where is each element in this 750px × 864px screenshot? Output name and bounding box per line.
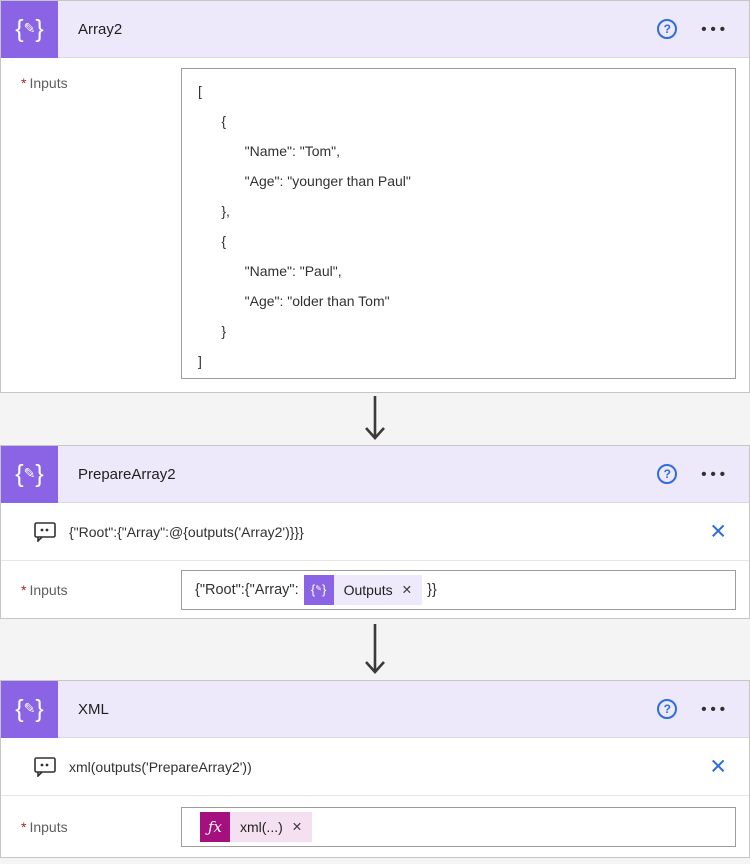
required-asterisk: * <box>21 581 27 598</box>
brace-right-glyph: } <box>35 459 44 488</box>
comment-text: {"Root":{"Array":@{outputs('Array2')}}} <box>69 523 304 540</box>
inputs-label: *Inputs <box>21 818 68 835</box>
close-comment-button[interactable]: ✕ <box>709 520 727 543</box>
fx-expression-icon: ƒx <box>200 811 230 842</box>
inputs-field[interactable]: ƒx xml(...) ✕ <box>181 806 736 847</box>
help-icon[interactable]: ? <box>657 19 678 39</box>
required-asterisk: * <box>21 818 27 835</box>
compose-action-icon: { ✎ } <box>1 445 58 503</box>
comment-icon <box>34 521 56 542</box>
arrow-down-icon <box>365 623 385 674</box>
card-header-preparearray2[interactable]: { ✎ } PrepareArray2 ? ••• <box>1 445 749 503</box>
close-comment-button[interactable]: ✕ <box>709 755 727 778</box>
inputs-label: *Inputs <box>21 581 68 598</box>
brace-left-glyph: { <box>15 459 24 488</box>
card-title: Array2 <box>78 20 123 38</box>
help-icon[interactable]: ? <box>657 464 678 484</box>
brace-right-glyph: } <box>35 14 44 43</box>
inputs-value-suffix: }} <box>427 581 437 598</box>
expression-token-xml[interactable]: ƒx xml(...) ✕ <box>200 811 313 842</box>
remove-token-button[interactable]: ✕ <box>401 583 413 597</box>
card-title: XML <box>78 700 109 718</box>
required-asterisk: * <box>21 75 27 91</box>
compose-action-icon: { ✎ } <box>1 0 58 58</box>
comment-text: xml(outputs('PrepareArray2')) <box>69 758 252 775</box>
pencil-icon: ✎ <box>23 464 36 481</box>
pencil-icon: ✎ <box>23 699 36 716</box>
inputs-label: *Inputs <box>21 75 68 91</box>
arrow-down-icon <box>365 396 385 440</box>
flow-connector <box>0 619 750 680</box>
card-header-array2[interactable]: { ✎ } Array2 ? ••• <box>1 0 749 58</box>
dynamic-content-token-outputs[interactable]: { ✎ } Outputs ✕ <box>303 574 423 605</box>
action-card-array2: { ✎ } Array2 ? ••• *Inputs [ { "Name": "… <box>0 0 750 393</box>
action-card-preparearray2: { ✎ } PrepareArray2 ? ••• {"Root":{"Arra… <box>0 445 750 619</box>
inputs-json-textarea[interactable]: [ { "Name": "Tom", "Age": "younger than … <box>181 68 736 379</box>
remove-token-button[interactable]: ✕ <box>291 820 303 834</box>
action-card-xml: { ✎ } XML ? ••• xml(outputs('PrepareArra… <box>0 680 750 858</box>
comment-row: xml(outputs('PrepareArray2')) ✕ <box>1 738 749 796</box>
brace-left-glyph: { <box>15 14 24 43</box>
card-header-xml[interactable]: { ✎ } XML ? ••• <box>1 680 749 738</box>
compose-action-icon: { ✎ } <box>1 680 58 738</box>
more-options-button[interactable]: ••• <box>701 20 729 38</box>
token-label: xml(...) <box>240 818 283 835</box>
help-icon[interactable]: ? <box>657 699 678 719</box>
pencil-icon: ✎ <box>315 583 322 593</box>
inputs-field[interactable]: {"Root":{"Array": { ✎ } Outputs ✕ }} <box>181 569 736 610</box>
brace-left-glyph: { <box>15 694 24 723</box>
compose-token-icon: { ✎ } <box>303 574 334 605</box>
more-options-button[interactable]: ••• <box>701 700 729 718</box>
comment-icon <box>34 756 56 777</box>
more-options-button[interactable]: ••• <box>701 465 729 483</box>
comment-row: {"Root":{"Array":@{outputs('Array2')}}} … <box>1 503 749 561</box>
card-title: PrepareArray2 <box>78 465 176 483</box>
token-label: Outputs <box>343 581 393 598</box>
inputs-value-prefix: {"Root":{"Array": <box>195 581 299 598</box>
flow-connector <box>0 393 750 445</box>
brace-right-glyph: } <box>35 694 44 723</box>
pencil-icon: ✎ <box>23 19 36 36</box>
